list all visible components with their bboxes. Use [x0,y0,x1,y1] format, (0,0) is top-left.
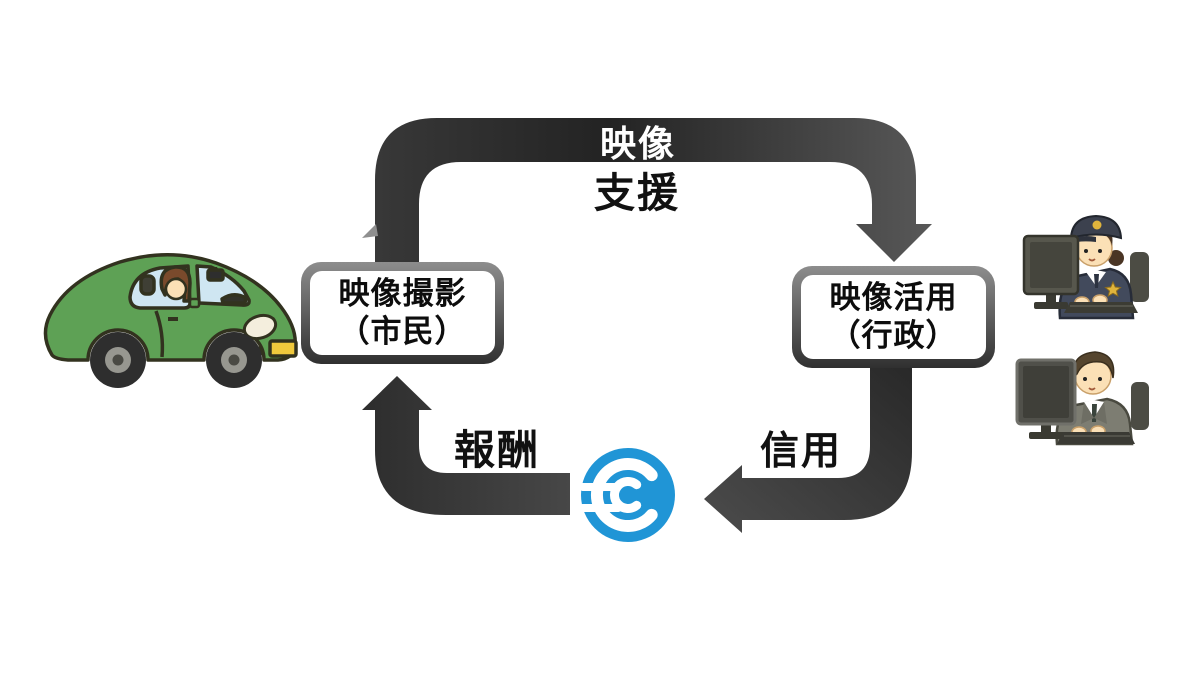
car-headrest [139,274,156,296]
officer-eye [1098,249,1102,253]
police-officer-illustration [1022,214,1149,320]
car-headlight [242,313,278,341]
worker-keyboard [1057,432,1135,444]
officer-tie [1094,274,1099,288]
trust-flow-arrow [704,360,912,533]
box-video-use-government: 映像活用 （行政） [792,266,995,368]
box-right-line2: （行政） [829,318,958,353]
dashcam-icon [206,267,225,282]
support-label: 支援 [594,170,680,216]
worker-lapel [1094,402,1107,424]
worker-chair [1131,382,1149,430]
box-left-line1: 映像撮影 [338,276,467,312]
car-wheels [90,332,262,388]
car-mirror [188,297,201,309]
video-flow-arrow [375,118,932,272]
car-door-line [154,310,165,358]
worker-monitor [1015,358,1077,439]
car-illustration [43,253,298,388]
worker-lapel [1081,402,1094,424]
euro-coin-icon [580,448,675,542]
officer-hair-bun [1108,250,1124,266]
reward-flow-arrow [362,376,570,515]
steering-wheel [220,293,248,305]
officer-eye [1084,249,1088,253]
worker-eye [1083,377,1087,381]
trust-label: 信用 [759,430,843,473]
officer-badge [1104,280,1122,298]
video-arrow-label: 映像 [599,123,677,164]
corner-accent-triangle [362,224,378,238]
officer-keyboard [1064,302,1138,313]
box-right-line1: 映像活用 [829,280,958,316]
box-video-capture-citizens: 映像撮影 （市民） [301,262,504,364]
officer-mouth [1088,258,1096,262]
driver-face [164,277,188,301]
officer-chair [1130,252,1149,302]
box-left-line2: （市民） [338,314,467,349]
officer-hat-emblem [1092,220,1102,230]
reward-label: 報酬 [454,427,540,473]
office-worker-illustration [1015,351,1149,446]
officer-monitor [1022,234,1080,309]
car-license-plate [268,339,298,358]
worker-eye [1098,377,1102,381]
worker-hair [1072,351,1115,379]
worker-mouth [1088,387,1096,391]
